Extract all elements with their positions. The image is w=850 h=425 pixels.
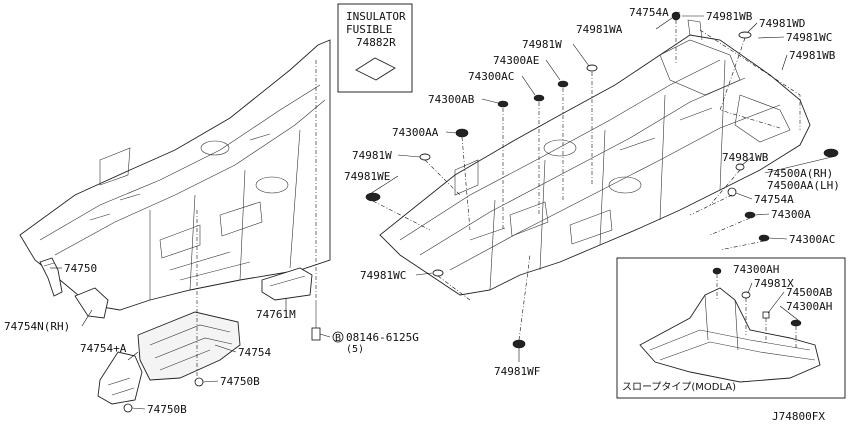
label-74754a-mid: 74754A [754,193,794,206]
label-74754-a: 74754+A [80,342,127,355]
inset-insulator-title-1: INSULATOR [346,10,406,23]
label-74981wc-top: 74981WC [786,31,832,44]
inset-insulator-frame [337,3,413,93]
label-74300a: 74300A [771,208,811,221]
label-74750: 74750 [64,262,97,275]
label-08146-prefix: B [335,333,341,344]
inset-insulator-title-2: FUSIBLE [346,23,392,36]
leader-lines [50,11,837,410]
label-74750b-2: 74750B [147,403,187,416]
label-74754a-top: 74754A [629,6,669,19]
label-74981wb-right: 74981WB [789,49,836,62]
label-74981w-top: 74981W [522,38,562,51]
part-74761m-bracket [261,267,313,301]
label-74500aa-lh: 74500AA(LH) [767,179,840,192]
inset-slope-type: スロープタイプ(MODLA) [616,257,846,399]
label-74981w-left: 74981W [352,149,392,162]
label-74750b-1: 74750B [220,375,260,388]
label-08146-6125g: 08146-6125G [346,331,419,344]
inset-slope-caption: スロープタイプ(MODLA) [622,381,736,393]
label-74500ab: 74500AB [786,286,833,299]
label-74500a-rh: 74500A(RH) [767,167,833,180]
label-74754n-rh: 74754N(RH) [4,320,70,333]
label-74981wa: 74981WA [576,23,623,36]
label-74981wb-mid: 74981WB [722,151,769,164]
right-floor-panel [379,19,811,296]
label-74981x: 74981X [754,277,794,290]
bolt-08146 [311,300,321,341]
label-74981wc-bottom: 74981WC [360,269,406,282]
part-74750-bracket [39,257,63,297]
label-74300ac-top: 74300AC [468,70,514,83]
label-74300ac-right: 74300AC [789,233,835,246]
label-74300ae: 74300AE [493,54,539,67]
callout-labels: 74750 74754N(RH) 74754+A 74754 74750B 74… [4,6,840,416]
label-74300ab: 74300AB [428,93,475,106]
label-74981we: 74981WE [344,170,390,183]
part-74754a-insulator [97,351,143,405]
label-74300aa: 74300AA [392,126,439,139]
label-74981wf: 74981WF [494,365,540,378]
label-74300ah-1: 74300AH [733,263,779,276]
part-74754-heat-insulator [137,311,241,381]
insulator-pad-icon [355,57,396,81]
clip-74750b-1 [194,377,204,387]
label-74300ah-2: 74300AH [786,300,832,313]
label-74761m: 74761M [256,308,296,321]
label-74981wb-top: 74981WB [706,10,753,23]
plug-markers [365,11,839,349]
label-74981wd: 74981WD [759,17,805,30]
part-74754n-insulator [74,287,109,319]
bolt-circle-symbol [332,331,344,343]
diagram-code: J74800FX [772,410,825,423]
label-74754: 74754 [238,346,271,359]
label-08146-qty: (5) [346,344,364,355]
dash-refs-right [372,20,801,341]
inset-insulator-fusible: INSULATOR FUSIBLE 74882R [337,3,413,93]
inset-slope-frame [616,257,846,399]
inset-insulator-part-no: 74882R [356,36,396,49]
clip-74750b-2 [123,403,133,413]
